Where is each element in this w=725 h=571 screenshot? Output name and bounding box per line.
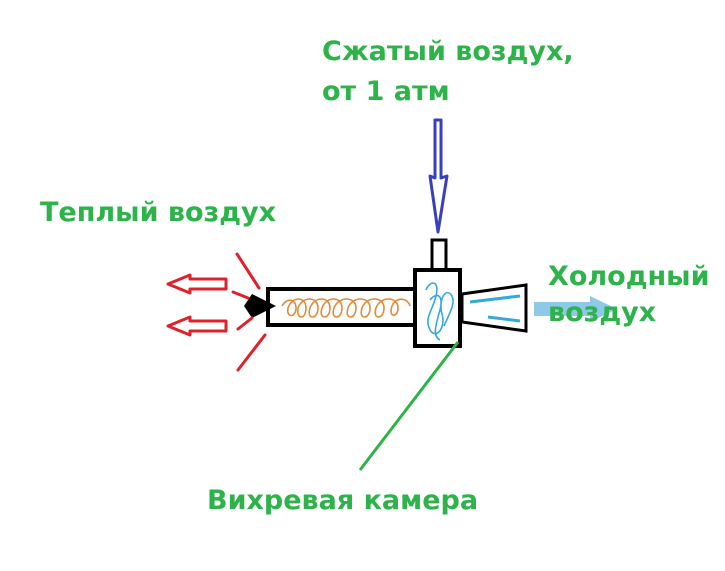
compressed-air-label-line2: от 1 атм bbox=[322, 76, 450, 107]
compressed-air-arrow bbox=[428, 118, 449, 234]
compressed-air-label-line1: Сжатый воздух, bbox=[322, 36, 574, 67]
cold-outlet-cone bbox=[460, 283, 528, 333]
vortex-chamber bbox=[413, 268, 462, 348]
chamber-swirl bbox=[425, 282, 454, 341]
vortex-chamber-label: Вихревая камера bbox=[207, 485, 479, 516]
warm-air-label: Теплый воздух bbox=[40, 197, 277, 228]
inlet-nozzle bbox=[430, 238, 448, 272]
heat-rays bbox=[231, 252, 267, 372]
cold-air-label-line1: Холодный bbox=[548, 261, 710, 292]
cold-air-label: Холодный воздух bbox=[548, 259, 710, 331]
hot-swirl bbox=[281, 298, 411, 318]
warm-air-arrows bbox=[166, 273, 228, 337]
compressed-air-label: Сжатый воздух, от 1 атм bbox=[322, 32, 574, 112]
cold-air-arrow bbox=[534, 296, 617, 322]
cold-air-label-line2: воздух bbox=[548, 297, 657, 328]
hot-valve-cone bbox=[244, 294, 276, 318]
chamber-pointer-line bbox=[358, 341, 460, 471]
